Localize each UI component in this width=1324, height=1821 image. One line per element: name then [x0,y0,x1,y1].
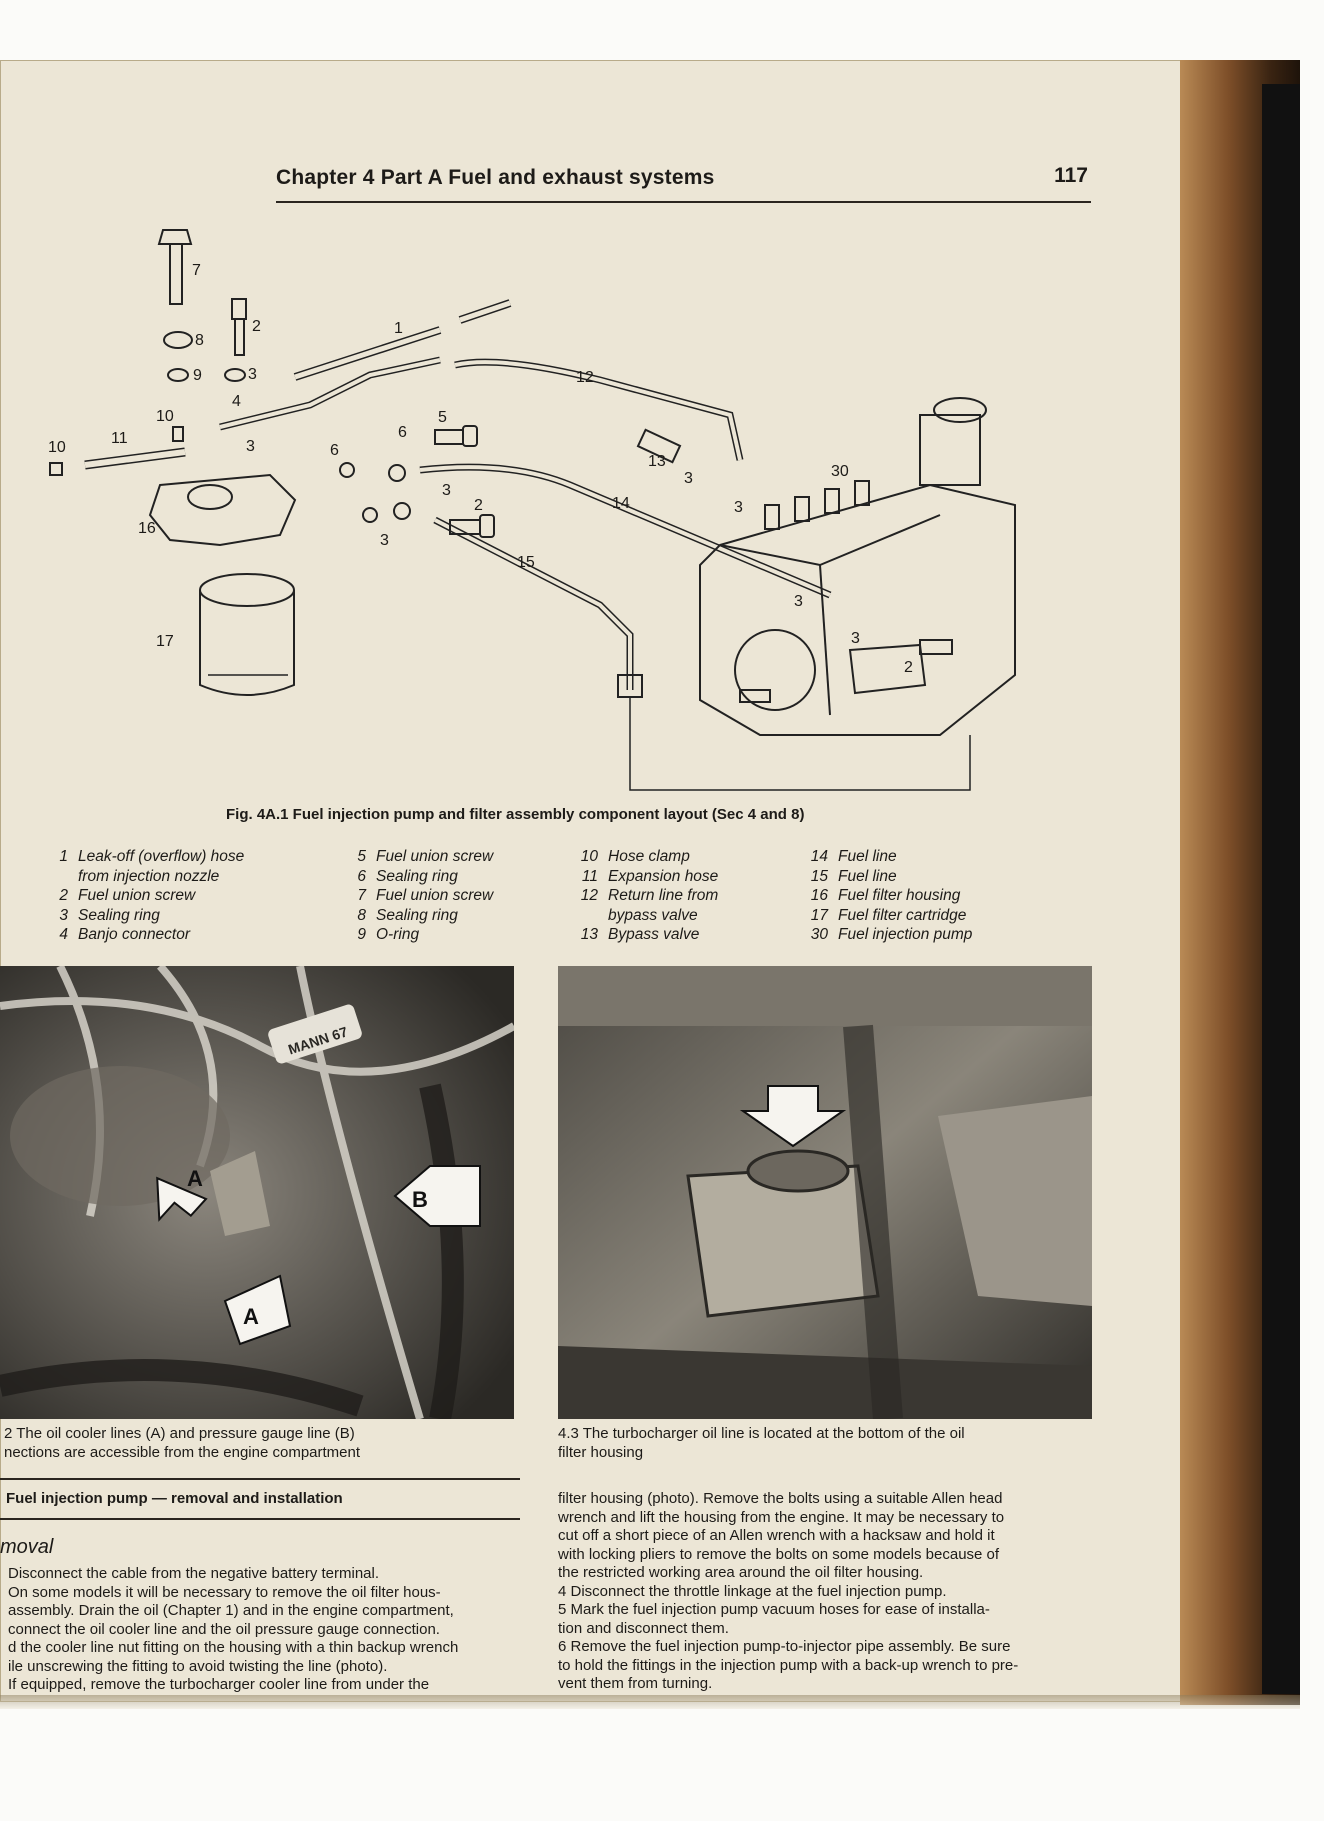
diagram-label-2c: 2 [904,659,913,676]
diagram-label-13: 13 [648,453,666,470]
header-rule [276,201,1091,203]
engine-bay-photo: MANN 67 A B A [0,966,514,1419]
part-17-filter-cartridge [199,590,295,696]
part-3-ring [224,368,246,382]
arrow-a-bottom: A [223,1274,292,1346]
arrow-a-top: A [156,1166,208,1222]
diagram-label-12: 12 [576,369,594,386]
part-30-injection-pump [699,483,1016,736]
leader-line [629,697,971,791]
book-cover-edge [1262,84,1300,1694]
diagram-label-10: 10 [156,408,174,425]
part-17-filter-cartridge-top [199,573,295,607]
diagram-label-11: 11 [111,430,128,447]
book-page [0,60,1247,1702]
diagram-label-3c: 3 [684,470,693,487]
diagram-label-16: 16 [138,520,156,537]
part-2-bolt-shaft [234,318,245,356]
turbo-oil-line-photo [558,966,1092,1419]
left-body-text: Disconnect the cable from the negative b… [8,1565,459,1693]
oil-filter-sticker [268,1004,362,1064]
part-16-filter-housing [148,473,297,547]
diagram-label-3g: 3 [794,593,803,610]
diagram-label-30: 30 [831,463,849,480]
part-9-oring [167,368,189,382]
diagram-label-3: 3 [248,366,257,383]
chapter-title: Chapter 4 Part A Fuel and exhaust system… [276,166,715,189]
diagram-label-1: 1 [394,320,403,337]
pump-governor [919,414,981,486]
subsection-heading: moval [0,1536,54,1558]
diagram-label-14: 14 [612,495,630,512]
component-diagram: 7 2 1 8 9 3 12 10 4 5 6 6 11 10 3 13 3 3… [48,229,1016,791]
part-2-bolt-head [231,298,247,320]
diagram-label-3e: 3 [442,482,451,499]
part-6-sealing-ring [339,462,355,478]
diagram-label-3f: 3 [380,532,389,549]
right-body-text: filter housing (photo). Remove the bolts… [558,1490,1019,1692]
section-rule-bottom [0,1518,520,1520]
section-heading: Fuel injection pump — removal and instal… [6,1490,343,1507]
label-a-top: A [187,1166,203,1191]
diagram-label-8: 8 [195,332,204,349]
down-arrow-indicator [739,1085,847,1148]
part-10-hose-clamp [49,462,63,476]
right-photo-caption: 4.3 The turbocharger oil line is located… [558,1425,965,1461]
part-12-return-line [454,358,744,461]
diagram-label-5: 5 [438,409,447,426]
figure-caption: Fig. 4A.1 Fuel injection pump and filter… [226,806,805,823]
diagram-label-17: 17 [156,633,174,650]
pump-delivery-valves [764,480,870,530]
pump-bolt-2 [919,639,953,655]
diagram-label-9: 9 [193,367,202,384]
pump-feed-pump [848,643,927,695]
diagram-label-3h: 3 [851,630,860,647]
diagram-label-15: 15 [517,554,535,571]
diagram-label-6b: 6 [398,424,407,441]
page-shadow [0,1695,1300,1709]
label-a-bottom: A [243,1304,259,1329]
running-header: Chapter 4 Part A Fuel and exhaust system… [276,164,1088,202]
section-rule-top [0,1478,520,1480]
part-10-hose-clamp-b [172,426,184,442]
part-7-bolt-shaft [169,243,183,305]
pump-front-flange [734,629,816,711]
diagram-label-2: 2 [252,318,261,335]
page-number: 117 [1054,164,1088,187]
diagram-label-3b: 3 [246,438,255,455]
diagram-label-7: 7 [192,262,201,279]
diagram-label-4: 4 [232,393,241,410]
part-8-ring [163,331,193,349]
part-13-bypass-valve [636,428,682,464]
left-photo-caption: 2 The oil cooler lines (A) and pressure … [4,1425,361,1461]
arrow-b: B [393,1165,481,1227]
part-7-bolt-head [157,229,193,245]
part-5-union-screw [434,429,464,445]
diagram-label-10b: 10 [48,439,66,456]
label-b: B [412,1187,428,1212]
diagram-label-6: 6 [330,442,339,459]
diagram-label-2b: 2 [474,497,483,514]
diagram-label-3d: 3 [734,499,743,516]
